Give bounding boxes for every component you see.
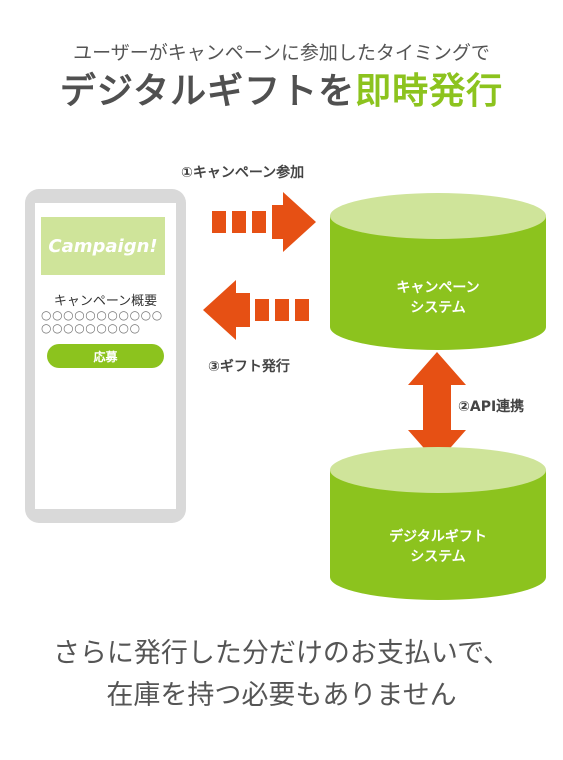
right-arrow (212, 192, 316, 252)
headline-part1: デジタルギフトを (59, 71, 356, 112)
gift-system-line1: デジタルギフト (389, 529, 487, 545)
footer-line1: さらに発行した分だけのお支払いで、 (52, 638, 511, 669)
placeholder-circles: ○○○○○○○○○○○○○○○○○○○○ (41, 308, 163, 335)
campaign-system-cylinder (330, 193, 546, 350)
campaign-system-line2: システム (410, 300, 466, 316)
campaign-banner: Campaign! (41, 217, 165, 275)
gift-system-cylinder (330, 447, 546, 600)
footer-line2: 在庫を持つ必要もありません (106, 680, 457, 711)
gift-system-line2: システム (410, 549, 466, 565)
left-arrow (203, 280, 309, 340)
vertical-double-arrow (408, 352, 466, 463)
headline: デジタルギフトを即時発行 (0, 62, 563, 114)
step1-label: ①キャンペーン参加 (181, 165, 305, 181)
campaign-overview-title: キャンペーン概要 (53, 294, 158, 309)
step3-label: ③ギフト発行 (208, 359, 290, 375)
subtitle: ユーザーがキャンペーンに参加したタイミングで (73, 42, 490, 64)
step2-label: ②API連携 (458, 399, 525, 415)
apply-button[interactable]: 応募 (47, 344, 164, 368)
campaign-system-line1: キャンペーン (396, 280, 480, 296)
campaign-system-label: キャンペーン システム (330, 278, 546, 318)
gift-system-label: デジタルギフト システム (330, 527, 546, 567)
headline-part2: 即時発行 (355, 71, 504, 112)
